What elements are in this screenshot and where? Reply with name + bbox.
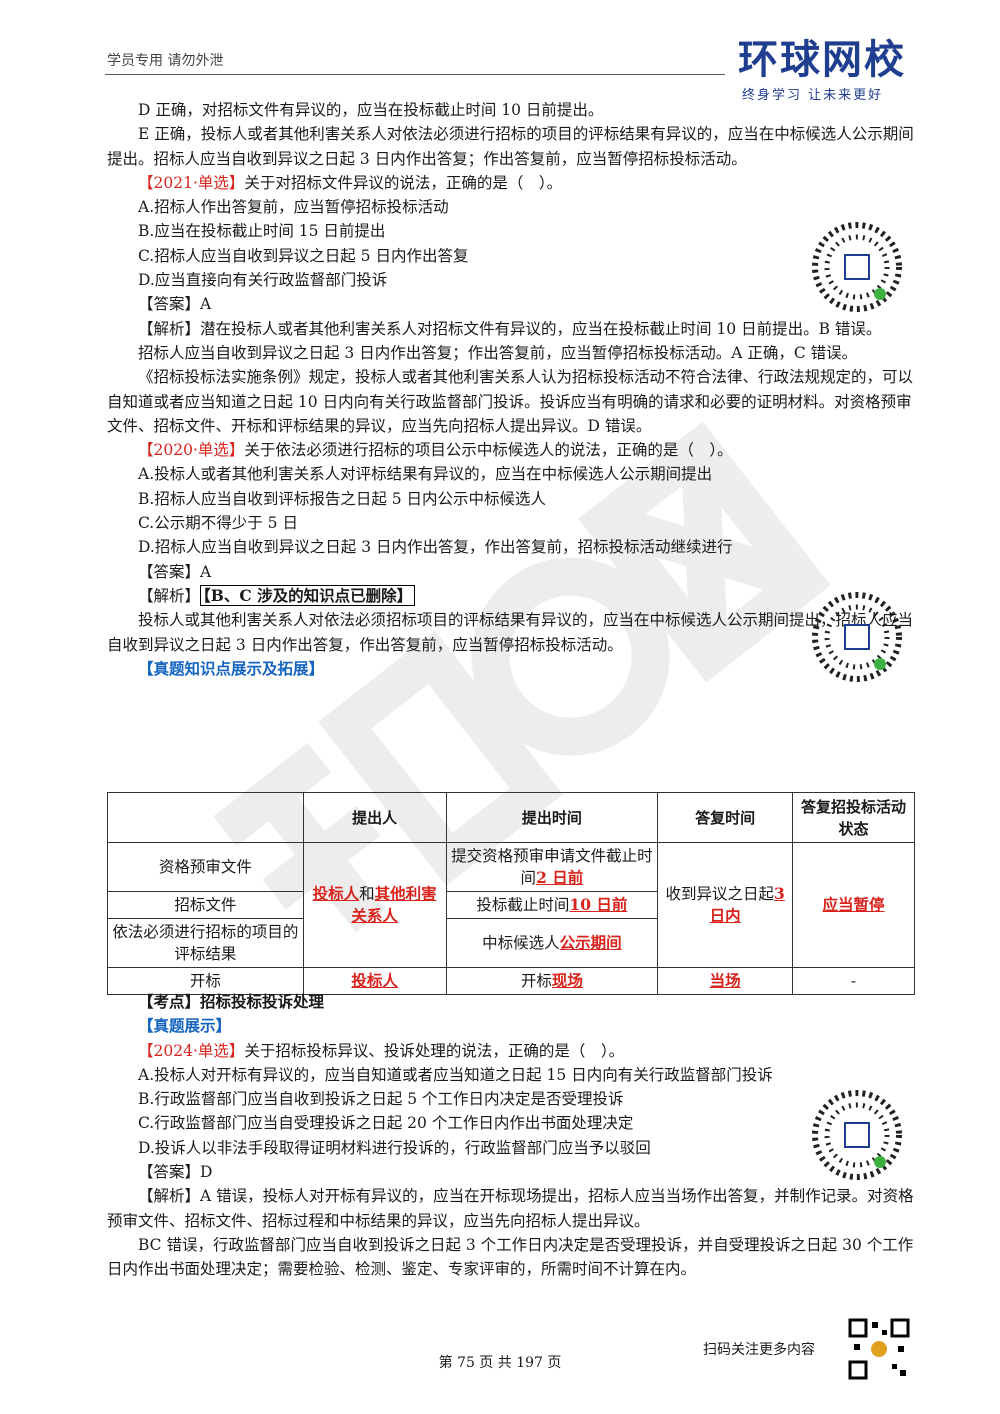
answer: 【答案】A [138, 295, 212, 314]
question-stem: 关于招标投标异议、投诉处理的说法，正确的是（ ）。 [244, 1041, 625, 1060]
analysis-label: 【解析】 [138, 1187, 201, 1206]
table-cell: 投标人 [302, 967, 447, 995]
qr-code-icon [812, 592, 902, 682]
time-value: 10 日前 [569, 895, 628, 914]
answer: 【答案】D [138, 1163, 213, 1182]
question-tag: 【2021·单选】 [138, 173, 245, 192]
qr-code-icon [848, 1318, 910, 1380]
analysis-label: 【解析】 [138, 586, 201, 605]
table-cell: 资格预审文件 [107, 842, 304, 892]
kaodian-heading: 【考点】招标投标投诉处理 [138, 992, 325, 1011]
time-value: 公示期间 [559, 933, 622, 952]
table-row: 招标文件 投标截止时间10 日前 [107, 891, 915, 919]
analysis-2: 招标人应当自收到异议之日起 3 日内作出答复；作出答复前，应当暂停招标投标活动。… [138, 343, 858, 362]
table-cell: 当场 [657, 967, 794, 995]
time-prefix: 中标候选人 [482, 934, 560, 952]
reply-value: 当场 [709, 971, 741, 990]
document-body-lower: 【考点】招标投标投诉处理 【真题展示】 【2024·单选】关于招标投标异议、投诉… [107, 990, 915, 1282]
deleted-note: 【B、C 涉及的知识点已删除】 [200, 584, 416, 606]
table-row: 开标 投标人 开标现场 当场 - [107, 967, 915, 995]
table-cell: 提交资格预审申请文件截止时间2 日前 [445, 842, 659, 892]
table-cell: - [792, 967, 915, 995]
table-cell: 应当暂停 [792, 842, 915, 968]
qr-code-icon [812, 1090, 902, 1180]
table-header-row: 提出人 提出时间 答复时间 答复招投标活动状态 [107, 792, 915, 843]
table-cell: 收到异议之日起3 日内 [657, 842, 794, 968]
table-cell: 依法必须进行招标的项目的评标结果 [107, 918, 304, 968]
reply-prefix: 收到异议之日起 [665, 885, 775, 903]
analysis-2: 投标人或其他利害关系人对依法必须招标项目的评标结果有异议的，应当在中标候选人公示… [107, 611, 914, 654]
extension-title: 【真题知识点展示及拓展】 [138, 658, 325, 678]
table-header: 提出人 [302, 792, 447, 843]
table-cell: 中标候选人公示期间 [445, 918, 659, 968]
header-rule [105, 74, 725, 75]
analysis-1: 【解析】【B、C 涉及的知识点已删除】 [107, 584, 915, 608]
table-cell: 招标文件 [107, 891, 304, 919]
brand-slogan: 终身学习 让未来更好 [742, 88, 884, 103]
table-row: 资格预审文件 投标人和其他利害关系人 提交资格预审申请文件截止时间2 日前 收到… [107, 842, 915, 968]
table-cell: 投标截止时间10 日前 [445, 891, 659, 919]
question-2021: 【2021·单选】关于对招标文件异议的说法，正确的是（ ）。 [107, 171, 915, 195]
page-number: 第 75 页 共 197 页 [438, 1355, 562, 1371]
question-2020: 【2020·单选】关于依法必须进行招标的项目公示中标候选人的说法，正确的是（ ）… [107, 438, 915, 462]
intro-d: D 正确，对招标文件有异议的，应当在投标截止时间 10 日前提出。 [138, 101, 604, 119]
document-body: D 正确，对招标文件有异议的，应当在投标截止时间 10 日前提出。 E 正确，投… [107, 98, 915, 681]
analysis-text: 潜在投标人或者其他利害关系人对招标文件有异议的，应当在投标截止时间 10 日前提… [200, 319, 882, 338]
table-cell: 开标 [107, 967, 304, 995]
time-value: 2 日前 [536, 868, 584, 887]
qr-code-icon [812, 222, 902, 312]
option-c: C.招标人应当自收到异议之日起 5 日内作出答复 [138, 246, 469, 265]
proposer-a: 投标人 [312, 884, 360, 903]
proposer: 投标人 [351, 971, 398, 990]
question-tag: 【2020·单选】 [138, 441, 245, 460]
proposer-and: 和 [359, 885, 375, 903]
question-stem: 关于依法必须进行招标的项目公示中标候选人的说法，正确的是（ ）。 [244, 441, 733, 460]
proposer-b: 其他利害关系人 [351, 884, 437, 925]
option-b: B.招标人应当自收到评标报告之日起 5 日内公示中标候选人 [138, 489, 547, 508]
table-header [107, 792, 304, 843]
answer: 【答案】A [138, 562, 212, 581]
option-d: D.应当直接向有关行政监督部门投诉 [138, 271, 388, 290]
header-notice: 学员专用 请勿外泄 [107, 53, 224, 69]
analysis-1: 【解析】潜在投标人或者其他利害关系人对招标文件有异议的，应当在投标截止时间 10… [107, 317, 915, 341]
analysis-text: A 错误，投标人对开标有异议的，应当在开标现场提出，招标人应当当场作出答复，并制… [107, 1187, 914, 1230]
table-header: 答复时间 [657, 792, 794, 843]
reply-value: 3 日内 [709, 884, 785, 925]
table-cell: 投标人和其他利害关系人 [302, 842, 447, 968]
time-value: 现场 [551, 971, 583, 990]
option-a: A.招标人作出答复前，应当暂停招标投标活动 [138, 198, 449, 217]
zhenti-heading: 【真题展示】 [138, 1016, 232, 1036]
analysis-1: 【解析】A 错误，投标人对开标有异议的，应当在开标现场提出，招标人应当当场作出答… [107, 1184, 915, 1233]
analysis-2: BC 错误，行政监督部门应当自收到投诉之日起 3 个工作日内决定是否受理投诉，并… [107, 1235, 914, 1279]
option-b: B.应当在投标截止时间 15 日前提出 [138, 222, 386, 241]
table-header: 提出时间 [445, 792, 659, 843]
option-d: D.投诉人以非法手段取得证明材料进行投诉的，行政监督部门应当予以驳回 [138, 1138, 651, 1157]
option-c: C.行政监督部门应当自受理投诉之日起 20 个工作日内作出书面处理决定 [138, 1114, 634, 1133]
option-a: A.投标人对开标有异议的，应当自知道或者应当知道之日起 15 日内向有关行政监督… [138, 1065, 773, 1084]
brand-logo: 环球网校 [738, 37, 906, 83]
analysis-3: 《招标投标法实施条例》规定，投标人或者其他利害关系人认为招标投标活动不符合法律、… [107, 368, 914, 435]
question-tag: 【2024·单选】 [138, 1041, 245, 1060]
analysis-label: 【解析】 [138, 319, 201, 338]
option-c: C.公示期不得少于 5 日 [138, 514, 298, 533]
status-value: 应当暂停 [822, 895, 885, 914]
knowledge-table: 提出人 提出时间 答复时间 答复招投标活动状态 资格预审文件 投标人和其他利害关… [107, 792, 915, 995]
option-d: D.招标人应当自收到异议之日起 3 日内作出答复，作出答复前，招标投标活动继续进… [138, 538, 733, 557]
question-stem: 关于对招标文件异议的说法，正确的是（ ）。 [244, 173, 563, 192]
time-prefix: 投标截止时间 [476, 896, 570, 914]
footer-scan-note: 扫码关注更多内容 [703, 1342, 815, 1358]
option-b: B.行政监督部门应当自收到投诉之日起 5 个工作日内决定是否受理投诉 [138, 1090, 624, 1109]
table-header: 答复招投标活动状态 [792, 792, 915, 843]
question-2024: 【2024·单选】关于招标投标异议、投诉处理的说法，正确的是（ ）。 [107, 1039, 915, 1063]
time-prefix: 提交资格预审申请文件截止时间 [451, 847, 653, 887]
option-a: A.投标人或者其他利害关系人对评标结果有异议的，应当在中标候选人公示期间提出 [138, 465, 713, 484]
intro-e: E 正确，投标人或者其他利害关系人对依法必须进行招标的项目的评标结果有异议的，应… [107, 125, 914, 168]
time-prefix: 开标 [520, 972, 552, 990]
